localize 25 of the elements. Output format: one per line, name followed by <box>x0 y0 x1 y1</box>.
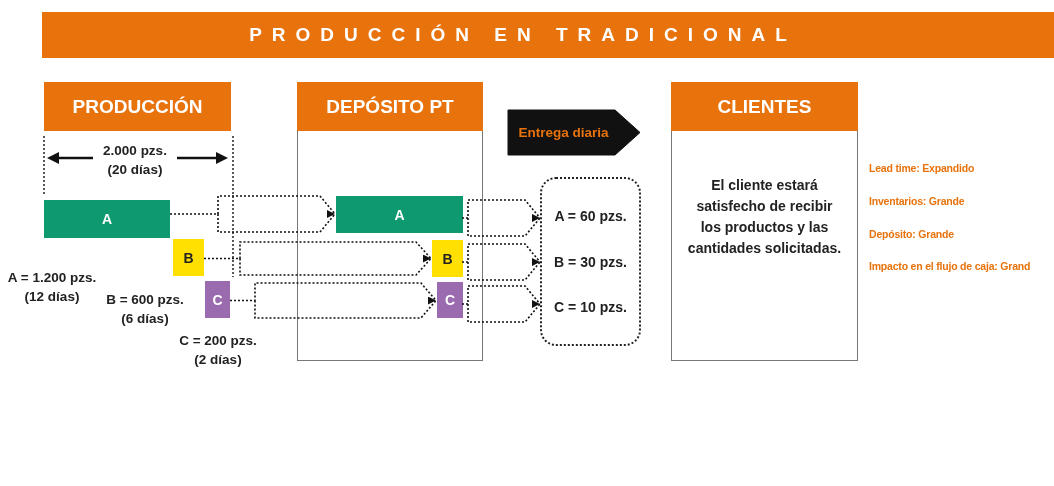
quantity-text: C = 10 pzs. <box>554 298 627 315</box>
dotted-block-arrow <box>461 285 541 323</box>
note-text: Depósito: Grande <box>869 227 954 241</box>
section-header: DEPÓSITO PT <box>297 82 483 131</box>
product-bar: C <box>437 282 463 318</box>
product-bar: B <box>173 239 204 276</box>
dotted-block-arrow <box>229 282 437 319</box>
dotted-block-arrow <box>203 241 432 276</box>
section-header: PRODUCCIÓN <box>44 82 231 131</box>
note-text: Lead time: Expandido <box>869 161 975 175</box>
product-bar: A <box>336 196 463 233</box>
section-header: CLIENTES <box>671 82 858 131</box>
quantity-caption: A = 1.200 pzs. (12 días) <box>6 269 98 306</box>
panel <box>297 131 483 361</box>
note-text: Inventarios: Grande <box>869 194 965 208</box>
quantity-caption: C = 200 pzs. (2 días) <box>178 332 258 369</box>
quantity-text: A = 60 pzs. <box>554 208 627 225</box>
dotted-block-arrow <box>461 199 541 237</box>
note-text: Impacto en el flujo de caja: Grand <box>869 259 1031 273</box>
quantity-text: B = 30 pzs. <box>554 253 627 270</box>
product-bar: B <box>432 240 463 277</box>
title-banner: PRODUCCIÓN EN TRADICIONAL <box>42 12 1054 58</box>
dotted-rounded-box <box>540 177 641 346</box>
dotted-block-arrow <box>169 195 336 233</box>
dotted-block-arrow <box>461 243 541 281</box>
